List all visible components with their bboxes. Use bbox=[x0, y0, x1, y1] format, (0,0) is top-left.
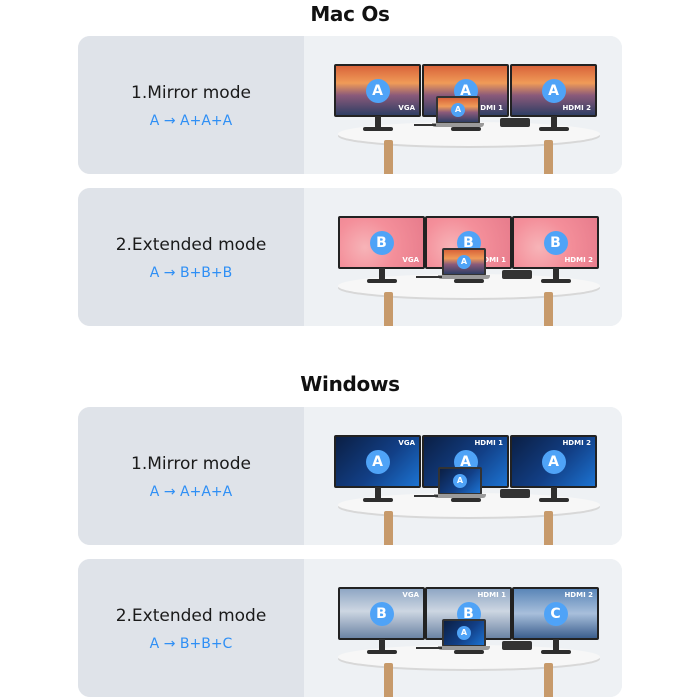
display-letter-badge: B bbox=[543, 230, 568, 255]
monitor-hdmi-2: A HDMI 2 bbox=[510, 64, 597, 117]
display-letter-badge: A bbox=[541, 78, 566, 103]
display-letter-badge: A bbox=[451, 103, 465, 117]
port-label: HDMI 1 bbox=[477, 256, 506, 264]
monitor-vga: B VGA bbox=[338, 216, 425, 269]
mode-title: 1.Mirror mode bbox=[131, 83, 251, 103]
monitor-hdmi-2: C HDMI 2 bbox=[512, 587, 599, 640]
monitor-hdmi-1: B HDMI 1 bbox=[425, 216, 512, 269]
monitor-vga: A VGA bbox=[334, 435, 421, 488]
port-label: VGA bbox=[402, 256, 419, 264]
card-mac-mirror: A VGA A HDMI 1 A HDMI 2 A 1.Mirror mode … bbox=[78, 36, 622, 174]
port-label: HDMI 2 bbox=[562, 104, 591, 112]
laptop: A bbox=[442, 619, 486, 647]
monitor-hdmi-2: B HDMI 2 bbox=[512, 216, 599, 269]
port-label: HDMI 2 bbox=[564, 591, 593, 599]
section-title-windows: Windows bbox=[300, 372, 400, 396]
laptop: A bbox=[436, 96, 480, 124]
display-letter-badge: B bbox=[369, 601, 394, 626]
monitor-vga: B VGA bbox=[338, 587, 425, 640]
card-windows-mirror: A VGA A HDMI 1 A HDMI 2 A 1.Mirror mode … bbox=[78, 407, 622, 545]
display-letter-badge: A bbox=[365, 449, 390, 474]
docking-hub bbox=[502, 641, 532, 650]
mode-title: 2.Extended mode bbox=[115, 235, 267, 255]
mode-formula: A → B+B+C bbox=[149, 636, 233, 652]
port-label: HDMI 1 bbox=[474, 439, 503, 447]
section-title-mac-os: Mac Os bbox=[310, 2, 390, 26]
display-letter-badge: A bbox=[457, 255, 471, 269]
laptop: A bbox=[438, 467, 482, 495]
docking-hub bbox=[502, 270, 532, 279]
laptop: A bbox=[442, 248, 486, 276]
card-windows-extended: B VGA B HDMI 1 C HDMI 2 A 2.Extended mod… bbox=[78, 559, 622, 697]
display-letter-badge: A bbox=[457, 626, 471, 640]
port-label: HDMI 1 bbox=[477, 591, 506, 599]
port-label: HDMI 2 bbox=[562, 439, 591, 447]
monitor-vga: A VGA bbox=[334, 64, 421, 117]
mode-formula: A → A+A+A bbox=[149, 484, 233, 500]
docking-hub bbox=[500, 489, 530, 498]
docking-hub bbox=[500, 118, 530, 127]
port-label: VGA bbox=[398, 104, 415, 112]
mode-title: 1.Mirror mode bbox=[131, 454, 251, 474]
port-label: VGA bbox=[402, 591, 419, 599]
port-label: VGA bbox=[398, 439, 415, 447]
monitor-hdmi-2: A HDMI 2 bbox=[510, 435, 597, 488]
display-letter-badge: B bbox=[369, 230, 394, 255]
mode-formula: A → B+B+B bbox=[149, 265, 233, 281]
port-label: HDMI 2 bbox=[564, 256, 593, 264]
display-letter-badge: A bbox=[365, 78, 390, 103]
display-letter-badge: A bbox=[541, 449, 566, 474]
display-letter-badge: C bbox=[543, 601, 568, 626]
mode-formula: A → A+A+A bbox=[149, 113, 233, 129]
card-mac-extended: B VGA B HDMI 1 B HDMI 2 A 2.Extended mod… bbox=[78, 188, 622, 326]
port-label: HDMI 1 bbox=[474, 104, 503, 112]
mode-title: 2.Extended mode bbox=[115, 606, 267, 626]
display-letter-badge: A bbox=[453, 474, 467, 488]
